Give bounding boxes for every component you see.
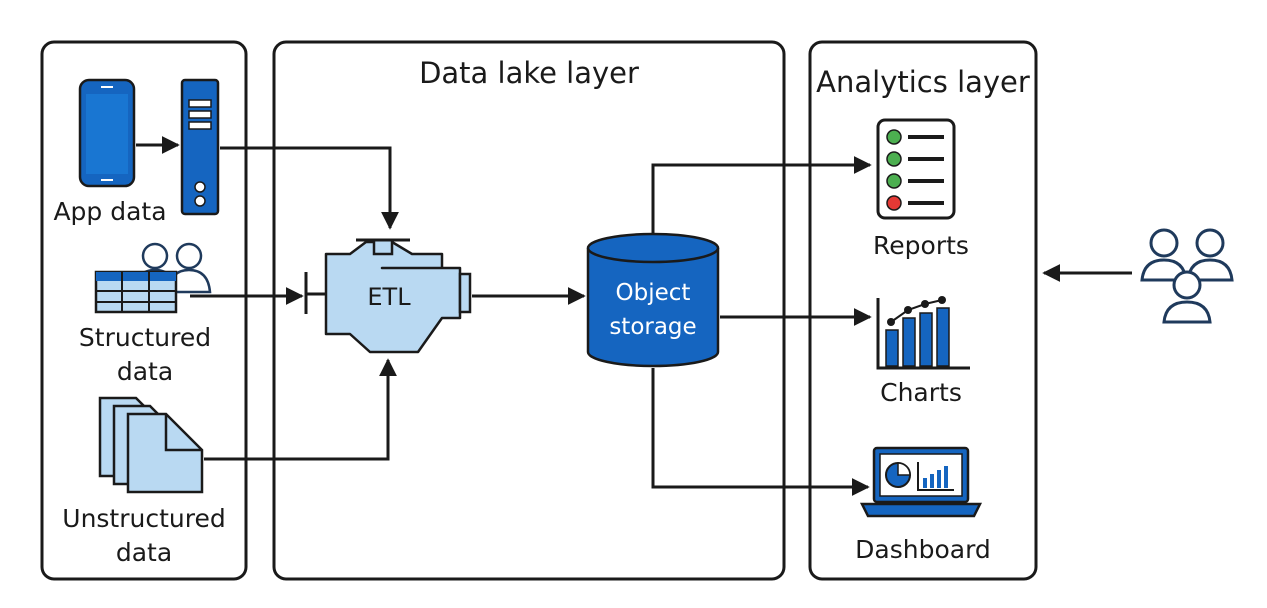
arrow-storage-to-reports	[651, 156, 872, 234]
arrow-server-to-etl	[220, 146, 399, 230]
arrow-storage-to-dashboard	[651, 368, 870, 496]
sources-panel	[40, 40, 248, 581]
bar-chart-icon	[876, 296, 970, 370]
unstructured-label-line1: Unstructured	[62, 504, 225, 533]
object-storage-label-line1: Object	[616, 280, 691, 306]
charts-label: Charts	[880, 378, 962, 407]
data-lake-panel	[272, 40, 786, 581]
users-group-icon	[1140, 228, 1234, 324]
structured-label-line1: Structured	[79, 323, 211, 352]
engine-icon	[304, 238, 472, 354]
reports-label: Reports	[873, 231, 969, 260]
etl-label: ETL	[367, 283, 411, 311]
flow-arrows	[136, 136, 1132, 496]
cylinder-icon	[586, 232, 720, 368]
structured-label-line2: data	[117, 357, 173, 386]
phone-icon	[78, 78, 136, 188]
documents-icon	[98, 396, 204, 494]
analytics-panel	[808, 40, 1038, 581]
server-icon	[180, 78, 220, 216]
analytics-title: Analytics layer	[816, 65, 1030, 99]
arrow-unstructured-to-etl	[204, 358, 397, 461]
laptop-dashboard-icon	[859, 446, 983, 518]
data-lake-title: Data lake layer	[419, 56, 639, 90]
dashboard-label: Dashboard	[855, 535, 991, 564]
table-users-icon	[94, 242, 212, 314]
checklist-icon	[876, 118, 956, 220]
app-data-label: App data	[53, 197, 166, 226]
unstructured-label-line2: data	[116, 538, 172, 567]
object-storage-label-line2: storage	[609, 314, 696, 340]
